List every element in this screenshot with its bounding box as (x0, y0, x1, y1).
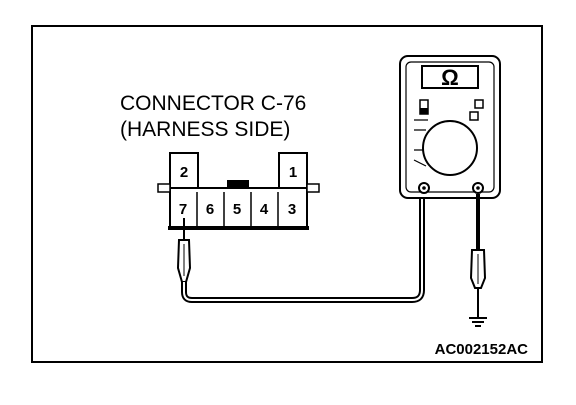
ohm-mode-symbol: Ω (441, 65, 459, 90)
pin-label: 4 (260, 201, 269, 218)
pin-label: 1 (289, 164, 297, 181)
connector-latch (227, 180, 249, 188)
connector-ear-right (306, 183, 320, 193)
pin-label: 2 (180, 164, 188, 181)
range-switch-right-top (474, 99, 484, 109)
multimeter-display (421, 65, 479, 89)
ground-icon (469, 317, 487, 327)
connector-bottom-rim (168, 226, 309, 230)
connector-ear-left (157, 183, 171, 193)
pin-label: 7 (179, 201, 187, 218)
pin-label: 3 (288, 201, 296, 218)
multimeter: Ω (399, 55, 501, 199)
rotary-selector-dial (422, 120, 478, 176)
range-switch-right-bottom (469, 111, 479, 121)
test-probe-right (469, 249, 487, 318)
figure-id: AC002152AC (435, 341, 529, 358)
connector-title-line1: CONNECTOR C-76 (120, 92, 306, 115)
pin-label: 6 (206, 201, 214, 218)
pin-label: 5 (233, 201, 241, 218)
connector-title-line2: (HARNESS SIDE) (120, 118, 290, 141)
connector-c76: 2 1 7 6 5 4 3 (157, 152, 320, 230)
figure-frame (31, 25, 543, 363)
